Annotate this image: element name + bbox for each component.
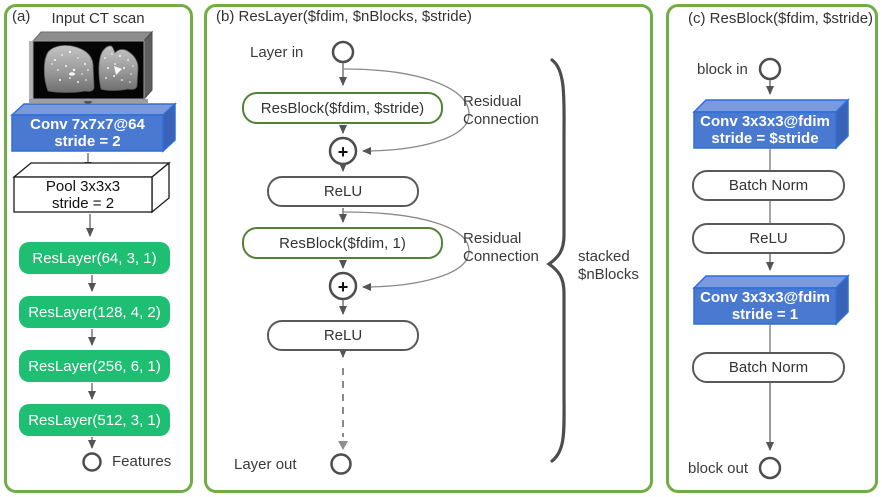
dashed-arrowhead — [338, 441, 348, 450]
conv-c2-line1: Conv 3x3x3@fdim — [700, 289, 830, 306]
conv-a-line2: stride = 2 — [54, 133, 121, 150]
pool-box: Pool 3x3x3 stride = 2 — [14, 178, 152, 212]
batch-norm-box-1: Batch Norm — [692, 170, 845, 201]
stacked-nblocks-label: stacked $nBlocks — [578, 248, 639, 284]
panel-a-label: (a) — [12, 8, 31, 25]
features-node — [82, 452, 102, 472]
reslayer-box-2: ResLayer(128, 4, 2) — [19, 296, 170, 328]
pool-3d-box — [12, 161, 171, 214]
block-in-node — [758, 57, 782, 81]
panel-c-title: (c) ResBlock($fdim, $stride) — [688, 10, 874, 27]
conv-c2-line2: stride = 1 — [731, 306, 799, 323]
reslayer-box-1: ResLayer(64, 3, 1) — [19, 242, 170, 274]
stacked-label-line1: stacked — [578, 248, 630, 265]
conv-box-c2: Conv 3x3x3@fdim stride = 1 — [694, 289, 836, 323]
conv-3d-box-c2 — [692, 274, 850, 326]
conv-a-line1: Conv 7x7x7@64 — [30, 116, 145, 133]
conv-3d-box-c1 — [692, 98, 850, 150]
conv-box-a: Conv 7x7x7@64 stride = 2 — [12, 116, 163, 150]
features-label: Features — [112, 453, 172, 470]
conv-c1-line1: Conv 3x3x3@fdim — [700, 113, 830, 130]
conv-3d-box-a — [10, 102, 177, 153]
layer-out-node — [330, 453, 352, 475]
layer-in-label: Layer in — [250, 44, 304, 61]
panel-b-title: (b) ResLayer($fdim, $nBlocks, $stride) — [216, 8, 472, 25]
residual-label-2-line2: Connection — [463, 248, 539, 265]
block-in-label: block in — [697, 61, 748, 78]
plus-node-2 — [328, 271, 358, 301]
reslayer-box-4: ResLayer(512, 3, 1) — [19, 404, 170, 436]
pool-line1: Pool 3x3x3 — [45, 178, 121, 195]
block-out-node — [758, 456, 782, 480]
stacked-brace — [546, 58, 566, 463]
layer-in-node — [331, 40, 355, 64]
resblock2-box: ResBlock($fdim, 1) — [242, 227, 443, 259]
lung-speckles — [51, 50, 134, 83]
stacked-label-line2: $nBlocks — [578, 266, 639, 283]
plus-sign-2: + — [338, 277, 349, 297]
residual-connection-curve-1 — [343, 68, 470, 155]
resblock1-box: ResBlock($fdim, $stride) — [242, 92, 443, 124]
residual-connection-label-1: Residual Connection — [463, 93, 539, 129]
residual-label-2-line1: Residual — [463, 230, 522, 247]
panel-a-title: Input CT scan — [51, 10, 145, 27]
ct-scan-image — [29, 30, 154, 103]
residual-label-1-line2: Connection — [463, 111, 539, 128]
plus-sign-1: + — [338, 142, 349, 162]
residual-connection-curve-2 — [342, 211, 470, 291]
pool-line2: stride = 2 — [51, 195, 115, 212]
conv-box-c1: Conv 3x3x3@fdim stride = $stride — [694, 113, 836, 147]
relu-box-b1: ReLU — [267, 176, 419, 207]
batch-norm-box-2: Batch Norm — [692, 352, 845, 383]
relu-box-b2: ReLU — [267, 320, 419, 351]
residual-label-1-line1: Residual — [463, 93, 522, 110]
block-out-label: block out — [688, 460, 749, 477]
residual-connection-label-2: Residual Connection — [463, 230, 539, 266]
conv-c1-line2: stride = $stride — [711, 130, 819, 147]
layer-out-label: Layer out — [234, 456, 297, 473]
reslayer-box-3: ResLayer(256, 6, 1) — [19, 350, 170, 382]
relu-box-c: ReLU — [692, 223, 845, 254]
left-lung — [43, 45, 95, 93]
